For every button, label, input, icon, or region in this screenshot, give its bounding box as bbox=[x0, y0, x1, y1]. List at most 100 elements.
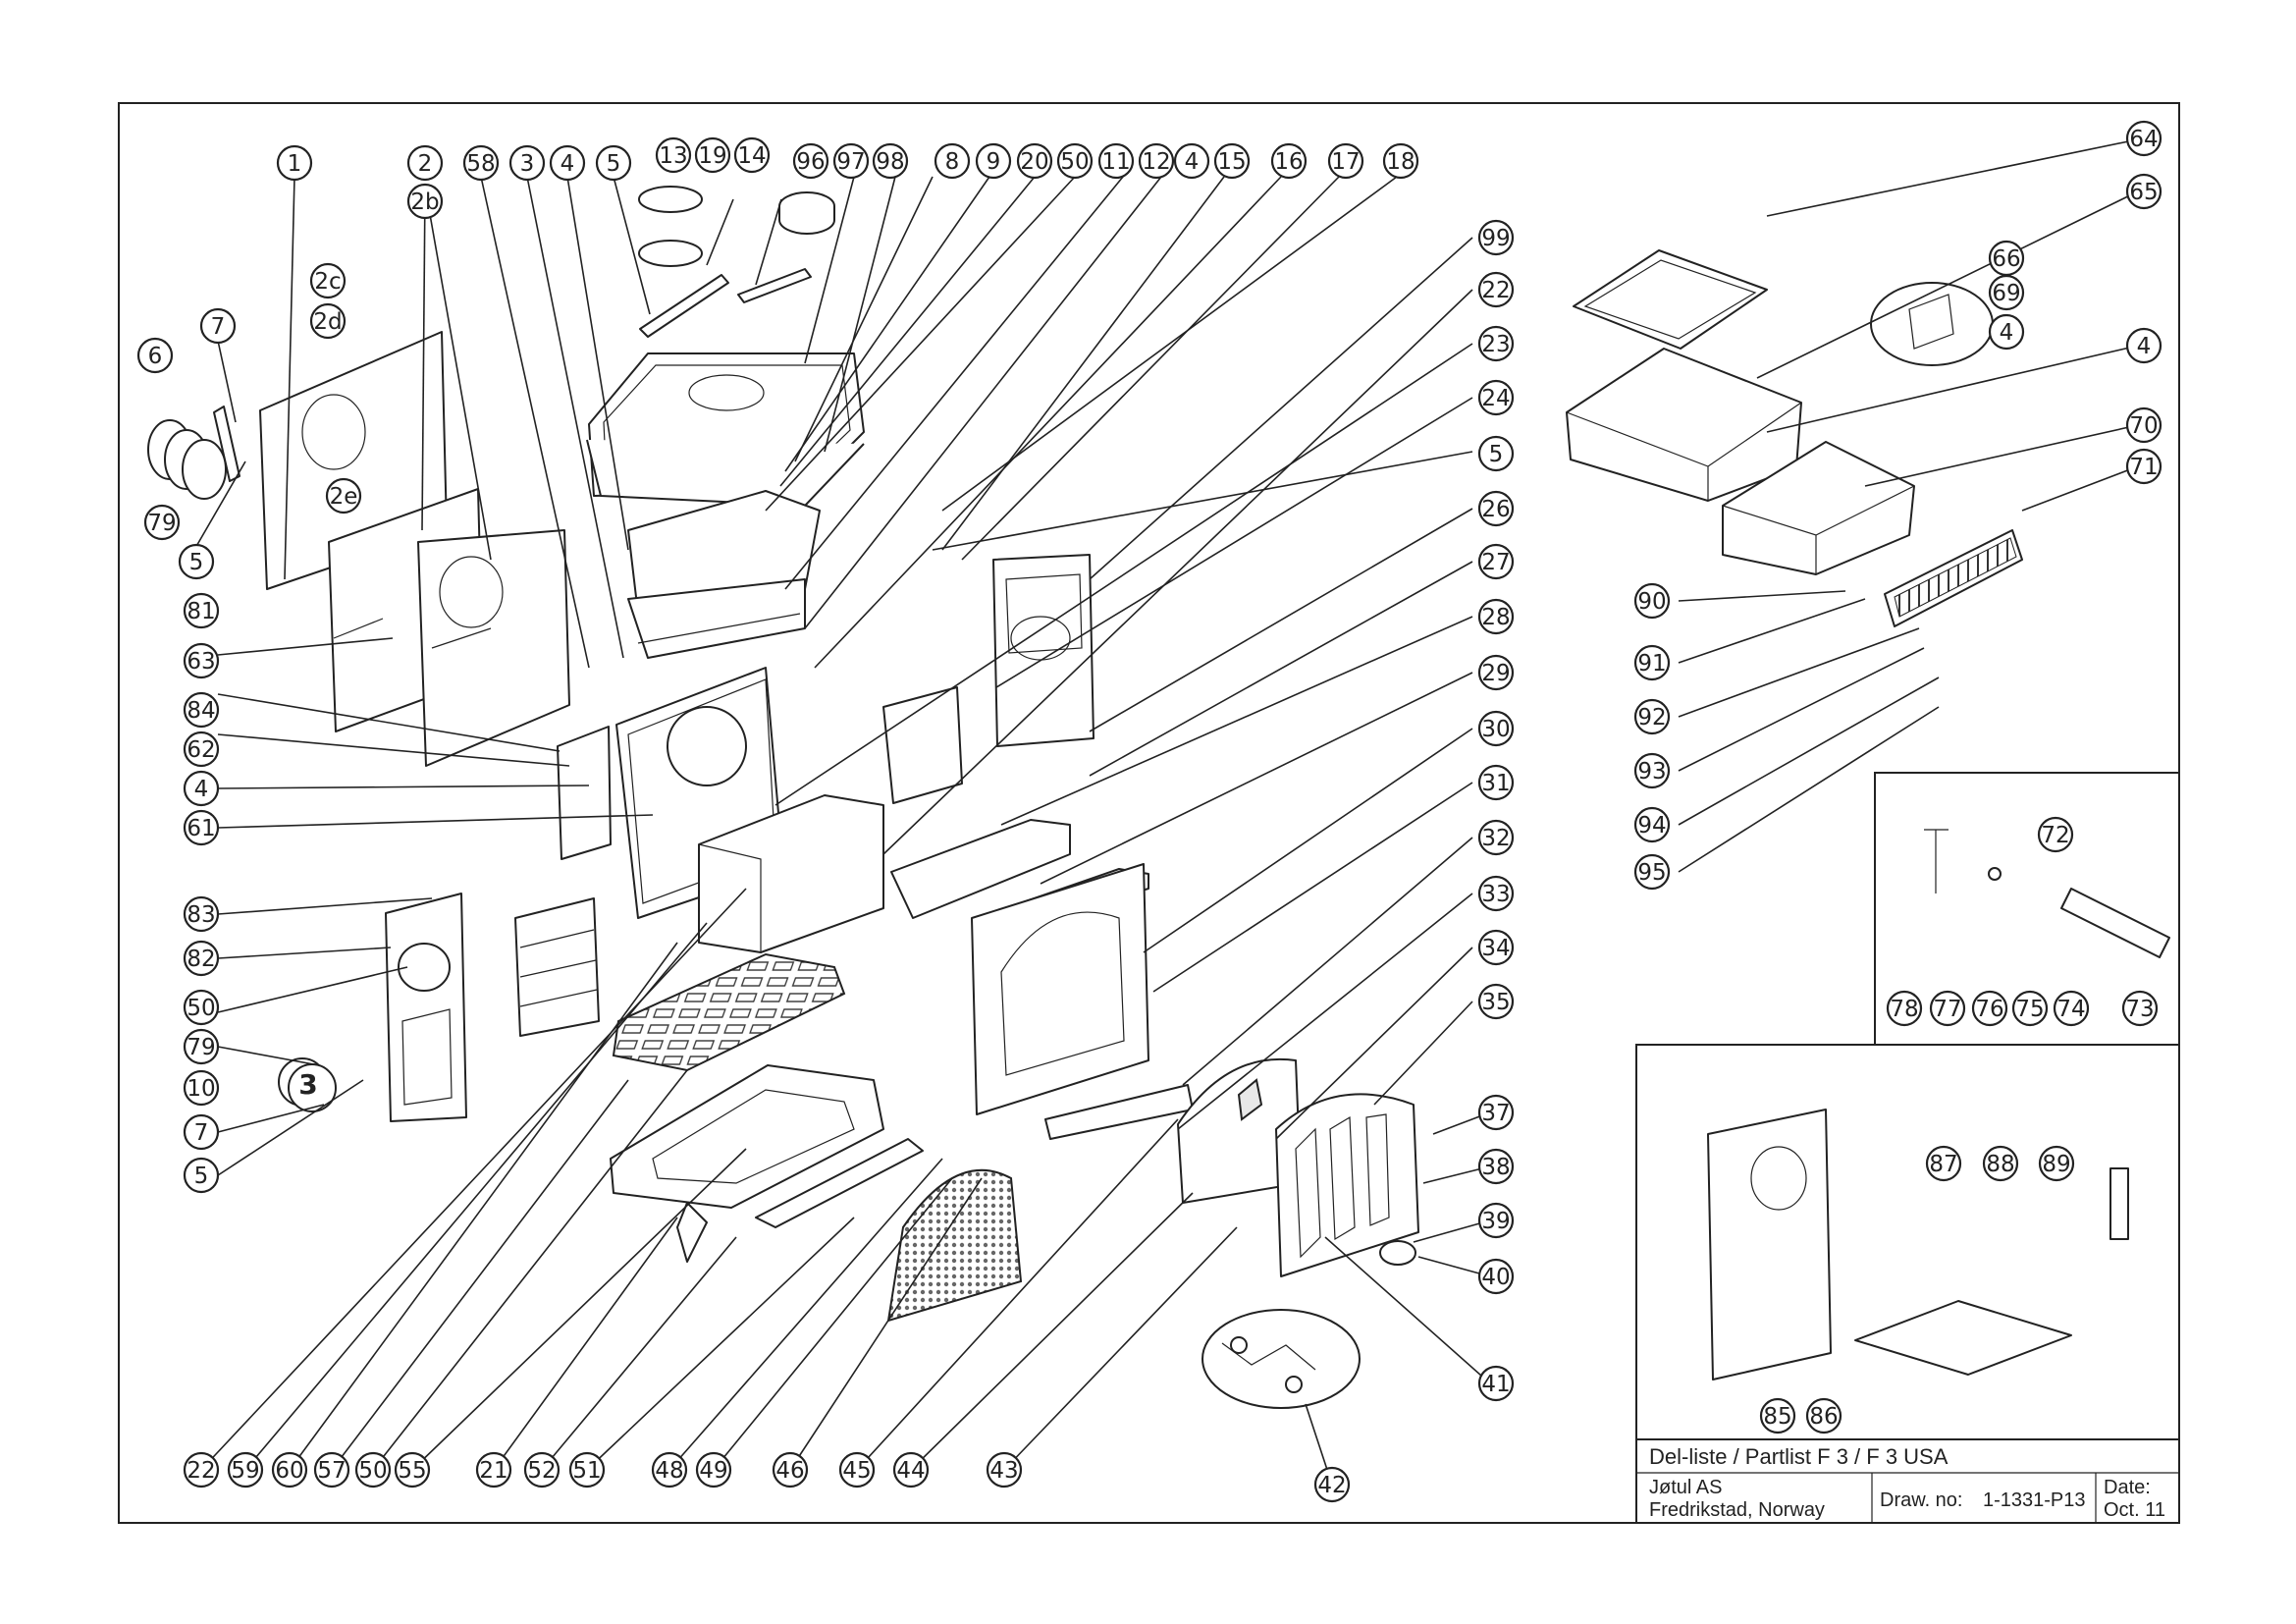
callout-number: 41 bbox=[1481, 1372, 1510, 1397]
front-door bbox=[1275, 1093, 1419, 1277]
callout-number: 37 bbox=[1481, 1101, 1510, 1126]
top-heat-shield bbox=[1573, 249, 1768, 350]
callout-bubble bbox=[1477, 1258, 1515, 1295]
callout-number: 90 bbox=[1637, 589, 1666, 615]
callout-22a: 22 bbox=[1477, 271, 1515, 308]
callout-bubble bbox=[1633, 582, 1671, 620]
callout-bubble bbox=[1982, 1145, 2019, 1182]
date-value: Oct. 11 bbox=[2104, 1499, 2165, 1521]
callout-bubble bbox=[183, 592, 220, 629]
callout-number: 39 bbox=[1481, 1209, 1510, 1234]
callout-bubble bbox=[1929, 990, 1966, 1027]
callout-number: 4 bbox=[561, 151, 575, 177]
callout-number: 50 bbox=[1060, 149, 1089, 175]
callout-60: 60 bbox=[271, 1451, 308, 1489]
callout-number: 75 bbox=[2015, 997, 2044, 1022]
callout-bubble bbox=[1016, 142, 1053, 180]
callout-number: 81 bbox=[187, 599, 215, 624]
callout-bubble bbox=[1477, 435, 1515, 472]
callout-48: 48 bbox=[651, 1451, 688, 1489]
callout-27: 27 bbox=[1477, 543, 1515, 580]
callout-93: 93 bbox=[1633, 752, 1671, 789]
callout-bubble bbox=[276, 144, 313, 182]
callout-89: 89 bbox=[2038, 1145, 2075, 1182]
callout-number: 45 bbox=[842, 1458, 871, 1484]
callout-number: 5 bbox=[189, 550, 204, 575]
callout-bubble bbox=[1477, 875, 1515, 912]
side-door-left bbox=[385, 893, 467, 1122]
callout-bubble bbox=[1925, 1145, 1962, 1182]
callout-number: 79 bbox=[187, 1035, 215, 1060]
callout-number: 58 bbox=[466, 151, 495, 177]
callout-bubble bbox=[651, 1451, 688, 1489]
callout-bubble bbox=[1477, 271, 1515, 308]
callout-43: 43 bbox=[986, 1451, 1023, 1489]
callout-34: 34 bbox=[1477, 929, 1515, 966]
company-location: Fredrikstad, Norway bbox=[1649, 1499, 1825, 1521]
callout-bubble bbox=[832, 142, 870, 180]
callout-bubble bbox=[1477, 490, 1515, 527]
callout-97: 97 bbox=[832, 142, 870, 180]
ash-drawer bbox=[1722, 441, 1915, 575]
callout-78: 78 bbox=[1886, 990, 1923, 1027]
callout-number: 20 bbox=[1020, 149, 1048, 175]
callout-number: 55 bbox=[398, 1458, 426, 1484]
callout-bubble bbox=[309, 302, 347, 340]
callout-bubble bbox=[523, 1451, 561, 1489]
callout-bubble bbox=[1477, 379, 1515, 416]
callout-bubble bbox=[394, 1451, 431, 1489]
callout-bubble bbox=[1382, 142, 1419, 180]
callout-bubble bbox=[1213, 142, 1251, 180]
callout-71: 71 bbox=[2125, 448, 2163, 485]
callout-number: 66 bbox=[1992, 246, 2020, 272]
callout-bubble bbox=[892, 1451, 930, 1489]
callout-number: 69 bbox=[1992, 281, 2020, 306]
callout-44: 44 bbox=[892, 1451, 930, 1489]
handle-assembly bbox=[1201, 1309, 1361, 1409]
callout-number: 1 bbox=[288, 151, 302, 177]
callout-number: 22 bbox=[187, 1458, 215, 1484]
callout-bubble bbox=[325, 477, 362, 514]
callout-number: 18 bbox=[1386, 149, 1415, 175]
callout-bubble bbox=[2011, 990, 2049, 1027]
callout-8: 8 bbox=[934, 142, 971, 180]
callout-number: 96 bbox=[796, 149, 825, 175]
callout-bubble bbox=[271, 1451, 308, 1489]
callout-bubble bbox=[1097, 142, 1135, 180]
callout-bubble bbox=[1477, 1148, 1515, 1185]
callout-87: 87 bbox=[1925, 1145, 1962, 1182]
partlist-title: Del-liste / Partlist F 3 / F 3 USA bbox=[1649, 1444, 1949, 1469]
callout-bubble bbox=[655, 136, 692, 174]
company-name: Jøtul AS bbox=[1649, 1477, 1722, 1498]
callout-57: 57 bbox=[313, 1451, 350, 1489]
callout-bubble bbox=[309, 262, 347, 299]
callout-bubble bbox=[178, 543, 215, 580]
callout-bubble bbox=[2125, 448, 2163, 485]
callout-bubble bbox=[143, 504, 181, 541]
callout-number: 19 bbox=[698, 143, 726, 169]
callout-bubble bbox=[183, 1157, 220, 1194]
callout-bubble bbox=[1138, 142, 1175, 180]
callout-76: 76 bbox=[1971, 990, 2008, 1027]
callout-number: 4 bbox=[2000, 320, 2014, 346]
callout-number: 78 bbox=[1890, 997, 1918, 1022]
callout-number: 2d bbox=[313, 309, 342, 335]
callout-number: 23 bbox=[1481, 332, 1510, 357]
callout-bubble bbox=[1633, 644, 1671, 681]
callout-19: 19 bbox=[694, 136, 731, 174]
callout-5b: 5 bbox=[1477, 435, 1515, 472]
callout-number: 2 bbox=[418, 151, 433, 177]
callout-16: 16 bbox=[1270, 142, 1308, 180]
callout-6: 6 bbox=[136, 337, 174, 374]
draw-no-label: Draw. no: bbox=[1880, 1489, 1962, 1511]
callout-number: 82 bbox=[187, 947, 215, 972]
callout-bubble bbox=[1477, 1365, 1515, 1402]
callout-bubble bbox=[183, 770, 220, 807]
callout-7a: 7 bbox=[199, 307, 237, 345]
callout-bubble bbox=[2125, 120, 2163, 157]
callout-number: 99 bbox=[1481, 226, 1510, 251]
callout-bubble bbox=[595, 144, 632, 182]
callout-number: 17 bbox=[1331, 149, 1360, 175]
callout-1: 1 bbox=[276, 144, 313, 182]
callout-98: 98 bbox=[872, 142, 909, 180]
